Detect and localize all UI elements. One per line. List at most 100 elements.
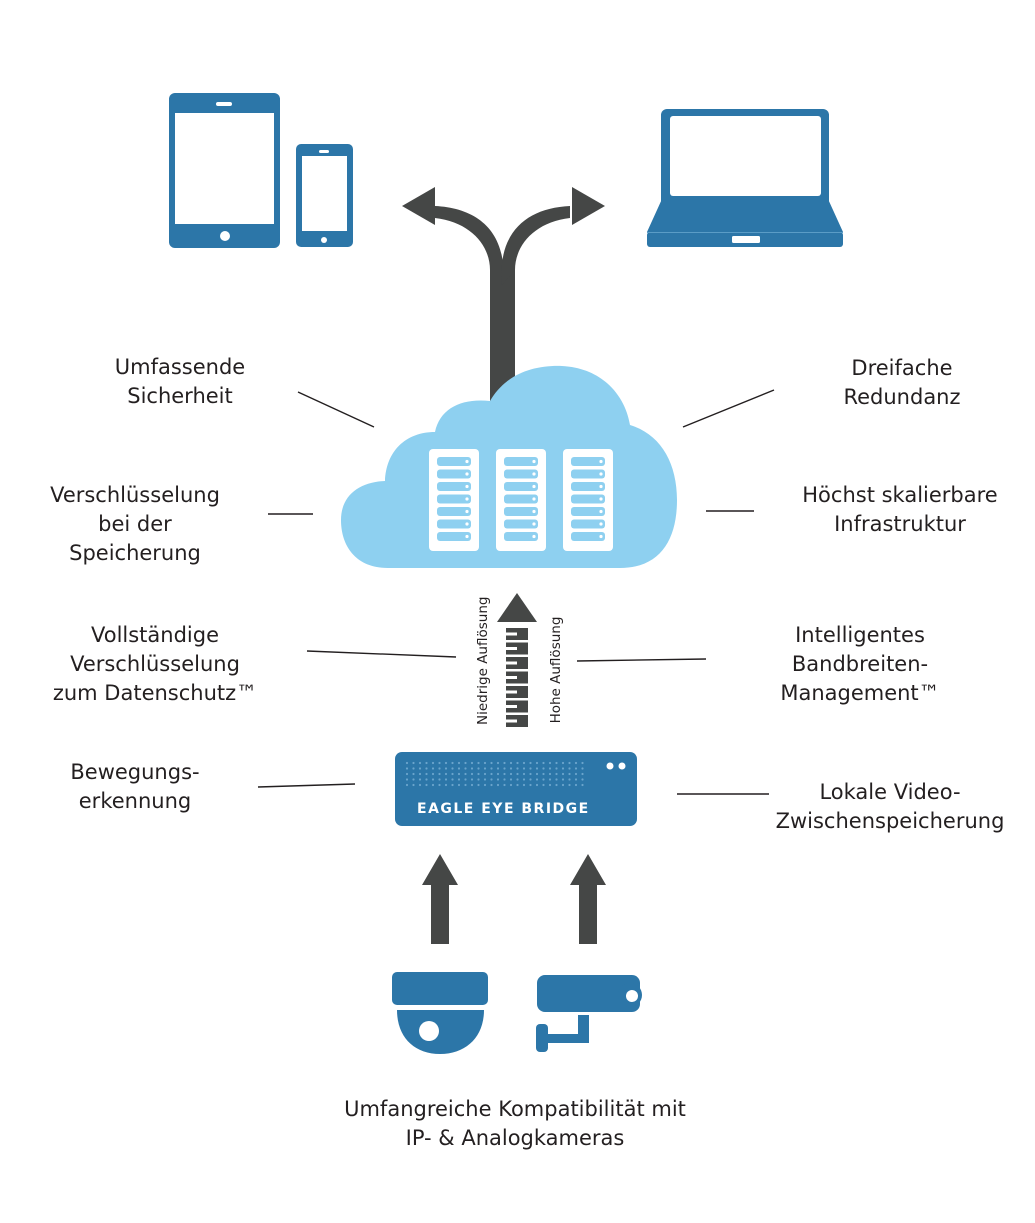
bridge-vent-dot: [574, 783, 578, 787]
feature-line: Management™: [780, 681, 940, 705]
bridge-vent-dot: [561, 772, 565, 776]
bridge-vent-dot: [405, 767, 409, 770]
bridge-vent-dot: [431, 761, 435, 765]
bandwidth-rung: [506, 679, 517, 684]
bridge-vent-dot: [451, 767, 454, 770]
bridge-vent-dot: [470, 772, 474, 776]
bandwidth-block: [517, 715, 528, 727]
bridge-vent-dot: [496, 767, 500, 770]
bridge-vent-dot: [568, 767, 571, 770]
feature-dreifache-redundanz: Dreifache Redundanz: [812, 354, 992, 412]
tablet-icon: [169, 93, 280, 248]
server-led: [465, 509, 469, 514]
bridge-vent-dot: [425, 778, 428, 781]
bandwidth-arrow-icon: [497, 593, 537, 727]
bridge-vent-dot: [529, 783, 532, 787]
feature-line: Redundanz: [843, 385, 961, 409]
bandwidth-block: [517, 642, 528, 655]
bridge-vent-dot: [522, 772, 526, 776]
server-slot: [571, 457, 605, 466]
bridge-vent-dot: [522, 761, 526, 765]
bridge-vent-dot: [496, 772, 500, 776]
leader-line-sicherheit: [297, 391, 375, 428]
bridge-vent-dot: [483, 778, 487, 781]
bridge-vent-dot: [548, 783, 552, 787]
feature-line: bei der: [98, 512, 172, 536]
bridge-vent-dot: [444, 783, 448, 787]
server-slot: [437, 457, 471, 466]
feature-umfassende-sicherheit: Umfassende Sicherheit: [90, 353, 270, 411]
bridge-vent-dot: [490, 778, 493, 781]
server-slot: [504, 532, 538, 541]
server-slot: [437, 482, 471, 491]
bridge-vent-dot: [405, 761, 409, 765]
bridge-vent-dot: [529, 778, 532, 781]
bridge-vent-dot: [470, 761, 474, 765]
server-led: [599, 509, 603, 514]
bridge-vent-dot: [496, 783, 500, 787]
bandwidth-rung: [506, 693, 517, 698]
bridge-vent-dot: [522, 783, 526, 787]
bandwidth-rung: [506, 650, 517, 655]
bridge-vent-dot: [529, 761, 532, 765]
bridge-vent-dot: [561, 778, 565, 781]
bridge-vent-dot: [425, 767, 428, 770]
feature-kompatibilitaet: Umfangreiche Kompatibilität mit IP- & An…: [300, 1095, 730, 1153]
bridge-vent-dot: [535, 778, 539, 781]
server-slot: [437, 494, 471, 504]
bridge-vent-dot: [412, 783, 415, 787]
up-arrow-icon: [570, 854, 606, 944]
server-rack-icon: [429, 449, 479, 551]
bridge-vent-dot: [431, 767, 435, 770]
feature-bandbreiten-management: Intelligentes Bandbreiten- Management™: [755, 621, 965, 708]
leader-line-datenschutz: [306, 650, 457, 658]
bridge-vent-dot: [568, 761, 571, 765]
server-led: [465, 534, 469, 539]
bandwidth-block: [517, 700, 528, 713]
bridge-vent-dot: [418, 778, 422, 781]
bridge-vent-dot: [509, 783, 513, 787]
feature-line: zum Datenschutz™: [52, 681, 258, 705]
bridge-vent-dot: [444, 761, 448, 765]
bridge-vent-dot: [418, 783, 422, 787]
feature-line: Vollständige: [90, 623, 220, 647]
server-slot: [571, 532, 605, 541]
bridge-vent-dot: [490, 761, 493, 765]
bridge-vent-dot: [522, 778, 526, 781]
bridge-vent-dot: [418, 761, 422, 765]
bridge-vent-dot: [438, 761, 441, 765]
up-arrow-icon: [422, 854, 458, 944]
bridge-vent-dot: [535, 767, 539, 770]
feature-line: Lokale Video-: [819, 780, 961, 804]
bridge-vent-dot: [412, 772, 415, 776]
bridge-vent-dot: [451, 778, 454, 781]
server-slot: [504, 457, 538, 466]
bridge-vent-dot: [470, 767, 474, 770]
smartphone-icon: [296, 144, 353, 247]
bridge-vent-dot: [529, 767, 532, 770]
server-led: [599, 497, 603, 501]
bridge-vent-dot: [509, 767, 513, 770]
server-led: [465, 522, 469, 526]
feature-line: Zwischenspeicherung: [775, 809, 1005, 833]
bridge-vent-dot: [555, 778, 558, 781]
server-led: [532, 484, 536, 489]
bridge-vent-dot: [425, 772, 428, 776]
bandwidth-block: [517, 671, 528, 684]
bandwidth-rung: [506, 657, 517, 662]
bridge-vent-dot: [535, 761, 539, 765]
bridge-vent-dot: [431, 778, 435, 781]
bridge-vent-dot: [412, 767, 415, 770]
bridge-vent-dot: [477, 761, 480, 765]
bandwidth-rung: [506, 671, 517, 676]
bridge-vent-dot: [516, 778, 519, 781]
stream-label-high: Hohe Auflösung: [548, 616, 564, 724]
bridge-vent-dot: [535, 772, 539, 776]
bridge-vent-dot: [522, 767, 526, 770]
server-slot: [504, 494, 538, 504]
bandwidth-rung: [506, 708, 517, 713]
bridge-vent-dot: [431, 772, 435, 776]
bridge-vent-dot: [418, 772, 422, 776]
bridge-vent-dot: [561, 761, 565, 765]
bridge-vent-dot: [464, 778, 467, 781]
